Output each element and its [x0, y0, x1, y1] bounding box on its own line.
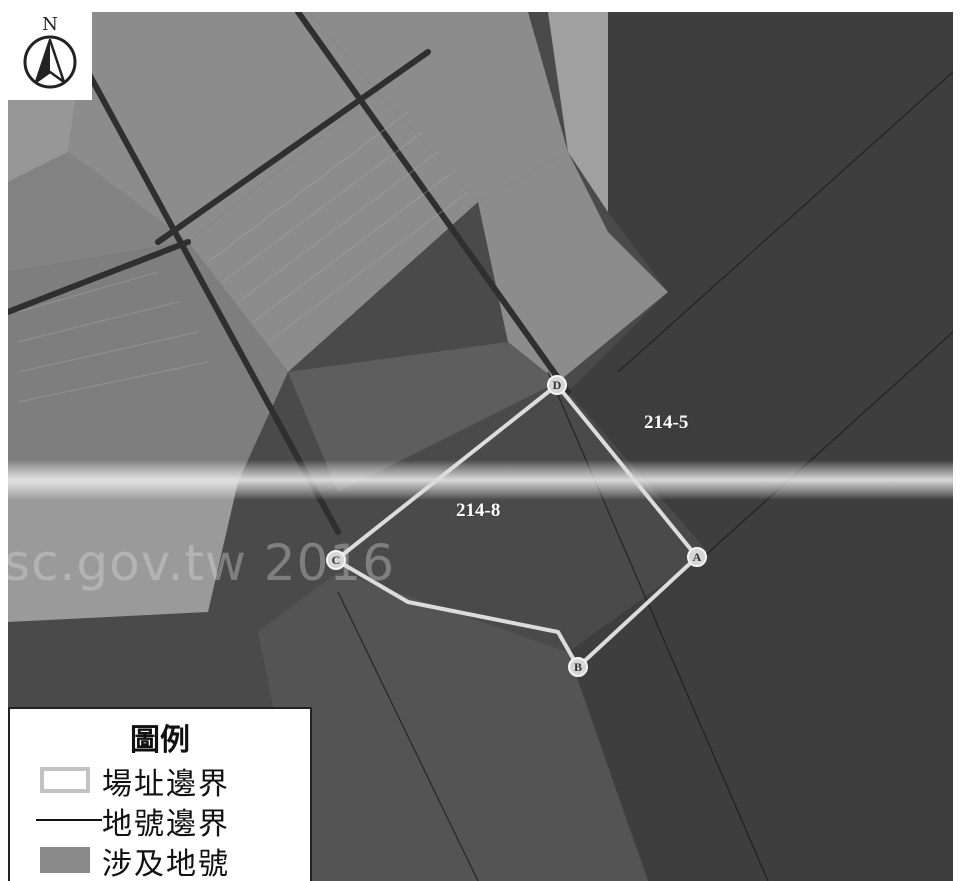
aerial-imagery [8, 12, 953, 881]
field-rows [17, 111, 469, 403]
field-5 [8, 242, 288, 482]
lower-region [258, 572, 648, 881]
aerial-map: sc.gov.tw 2016 214-5 214-8 D A B C N 圖例 … [8, 12, 953, 881]
field-1 [68, 12, 378, 242]
parcel-label-214-8: 214-8 [456, 500, 501, 521]
ditch-4 [8, 239, 191, 315]
legend-item-involved-parcel: 涉及地號 [10, 839, 310, 881]
north-compass: N [8, 12, 92, 100]
ditch-2 [155, 49, 431, 245]
ditch-1 [295, 12, 571, 395]
ditch-3 [85, 69, 341, 535]
parcel-boundary-swatch [36, 819, 102, 821]
boundary-point-d: D [547, 375, 567, 395]
legend-label: 地號邊界 [102, 807, 230, 842]
field-8 [288, 342, 558, 492]
field-4 [478, 152, 668, 382]
parcel-boundaries [337, 71, 953, 881]
boundary-point-c: C [326, 550, 346, 570]
ditch-lines [8, 12, 571, 535]
scan-band [8, 460, 953, 500]
site-boundary-swatch [40, 767, 90, 793]
map-legend: 圖例 場址邊界 地號邊界 涉及地號 [8, 707, 312, 881]
dark-region [568, 12, 953, 881]
parcel-boundary-line-3 [697, 331, 953, 563]
legend-label: 涉及地號 [102, 847, 230, 881]
parcel-label-214-5: 214-5 [644, 412, 689, 433]
parcel-boundary-line-2 [617, 71, 953, 373]
boundary-point-b: B [568, 657, 588, 677]
parcel-boundary-line-4 [337, 591, 479, 881]
legend-label: 場址邊界 [102, 767, 230, 802]
boundary-point-a: A [687, 547, 707, 567]
north-arrow-icon [23, 35, 77, 89]
north-label: N [42, 14, 58, 35]
legend-item-site-boundary: 場址邊界 [10, 759, 310, 802]
field-9 [8, 482, 238, 622]
field-2 [308, 12, 568, 202]
field-7 [8, 152, 188, 272]
legend-item-parcel-boundary: 地號邊界 [10, 799, 310, 842]
involved-parcel-swatch [40, 847, 90, 873]
legend-title: 圖例 [130, 723, 190, 758]
parcel-boundary-line-1 [547, 371, 769, 881]
